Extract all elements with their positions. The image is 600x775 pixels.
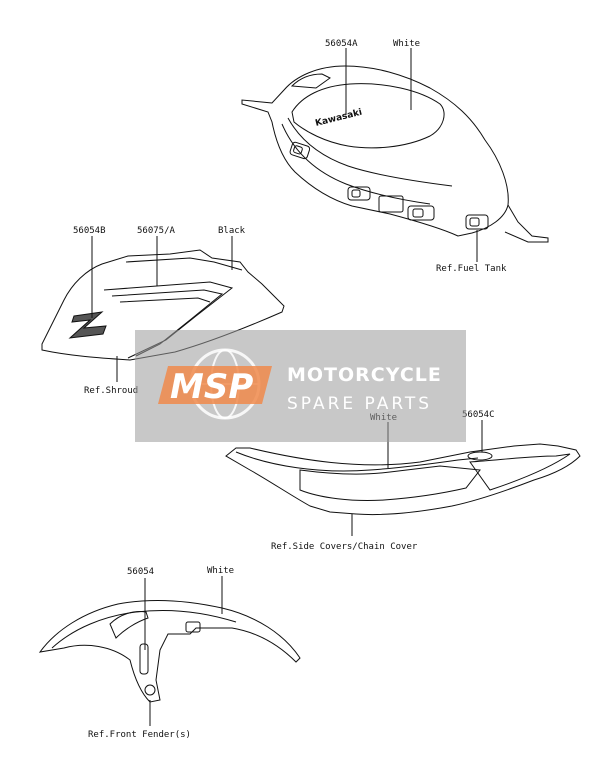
tank-decal-mid-3: [407, 205, 435, 221]
fuel-tank-inner-panel: [291, 83, 445, 149]
label-fuel-tank-color: White: [393, 39, 420, 49]
tank-decal-mid-1-inner: [351, 189, 361, 198]
label-ref-front-fender: Ref.Front Fender(s): [88, 730, 191, 740]
front-fender-inner-line: [51, 609, 237, 649]
side-cover-inner-line: [235, 451, 479, 472]
side-cover-outline: [225, 443, 581, 516]
tank-decal-right-inner: [469, 217, 480, 227]
front-fender-decal: [109, 611, 149, 639]
tank-decal-left-inner: [293, 145, 303, 155]
shroud-outline: [41, 249, 285, 361]
label-front-fender-color: White: [207, 566, 234, 576]
watermark-badge-text: MSP: [170, 367, 253, 407]
front-fender-strip: [139, 643, 149, 675]
shroud-stripe-edge: [119, 297, 211, 303]
label-56075A: 56075/A: [137, 226, 176, 236]
watermark: MSP MOTORCYCLE SPARE PARTS: [135, 330, 466, 442]
front-fender-outline: [38, 600, 301, 703]
fuel-tank-outline: [241, 65, 509, 237]
tank-decal-left: [289, 141, 311, 160]
label-56054B: 56054B: [73, 226, 106, 236]
fuel-tank-inner-line-2: [281, 123, 431, 205]
fuel-tank-rear-tail: [504, 204, 549, 243]
tank-decal-right: [465, 214, 489, 230]
shroud-z-logo: [68, 311, 107, 339]
label-shroud-color: Black: [218, 226, 246, 236]
label-ref-fuel-tank: Ref.Fuel Tank: [436, 264, 507, 274]
tank-decal-mid-3-inner: [412, 208, 424, 218]
fuel-tank-inner-line: [287, 117, 453, 187]
side-cover-right-panel: [469, 453, 571, 491]
watermark-badge: [158, 366, 272, 404]
side-covers-group: [225, 420, 581, 536]
label-56054A: 56054A: [325, 39, 358, 49]
fuel-tank-group: Kawasaki: [241, 48, 549, 262]
front-fender-tab: [185, 621, 201, 633]
shroud-top-stripe: [125, 257, 243, 271]
tank-decal-mid-1: [347, 186, 371, 201]
front-fender-bolt: [144, 684, 156, 696]
fuel-tank-top-flap: [290, 73, 331, 89]
watermark-subtitle: SPARE PARTS: [287, 394, 432, 414]
side-cover-panel: [299, 465, 481, 501]
watermark-title: MOTORCYCLE: [287, 364, 442, 386]
side-cover-600-badge: [467, 451, 493, 461]
label-56054: 56054: [127, 567, 154, 577]
label-ref-side-covers: Ref.Side Covers/Chain Cover: [271, 542, 418, 552]
label-ref-shroud: Ref.Shroud: [84, 386, 138, 396]
fuel-tank-logo: Kawasaki: [314, 108, 363, 129]
label-56054C: 56054C: [462, 410, 495, 420]
tank-decal-mid-2: [378, 195, 404, 213]
front-fender-group: [38, 576, 301, 726]
